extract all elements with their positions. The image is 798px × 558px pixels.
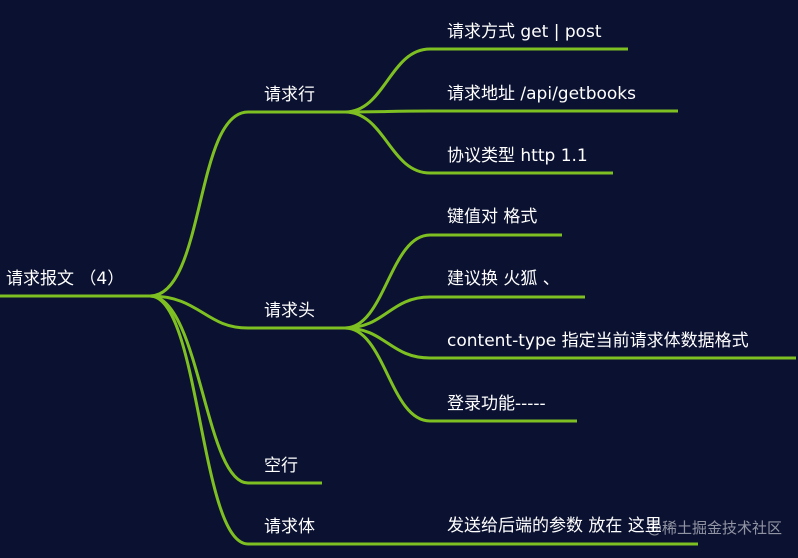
connector-root-empty-line [148,294,250,485]
connector-root-request-body [148,294,250,546]
leaf-content-type: content-type 指定当前请求体数据格式 [447,331,749,351]
connector-root-request-line [148,110,250,298]
leaf-request-url: 请求地址 /api/getbooks [447,84,637,104]
leaf-protocol-type: 协议类型 http 1.1 [447,146,588,166]
connector-request-header-leaf-3 [343,326,432,360]
connector-request-line-leaf-2 [343,109,432,114]
branch-request-line: 请求行 [264,85,315,105]
leaf-browser-suggestion: 建议换 火狐 、 [447,269,560,289]
leaf-body-params: 发送给后端的参数 放在 这里 [447,516,662,536]
connector-request-header-leaf-4 [343,326,432,423]
leaf-key-value-format: 键值对 格式 [447,207,538,227]
leaf-login-feature: 登录功能----- [447,394,546,414]
connector-request-line-leaf-3 [343,110,432,175]
leaf-request-method: 请求方式 get | post [447,22,602,42]
branch-empty-line: 空行 [264,456,298,476]
watermark: @稀土掘金技术社区 [647,519,783,537]
branch-request-body: 请求体 [264,517,315,537]
connector-request-header-leaf-2 [343,295,432,330]
connector-root-request-header [148,294,250,330]
connector-request-line-leaf-1 [343,47,432,114]
root-node-label: 请求报文 （4） [6,269,125,289]
branch-request-header: 请求头 [264,301,315,321]
connector-request-header-leaf-1 [343,233,432,330]
